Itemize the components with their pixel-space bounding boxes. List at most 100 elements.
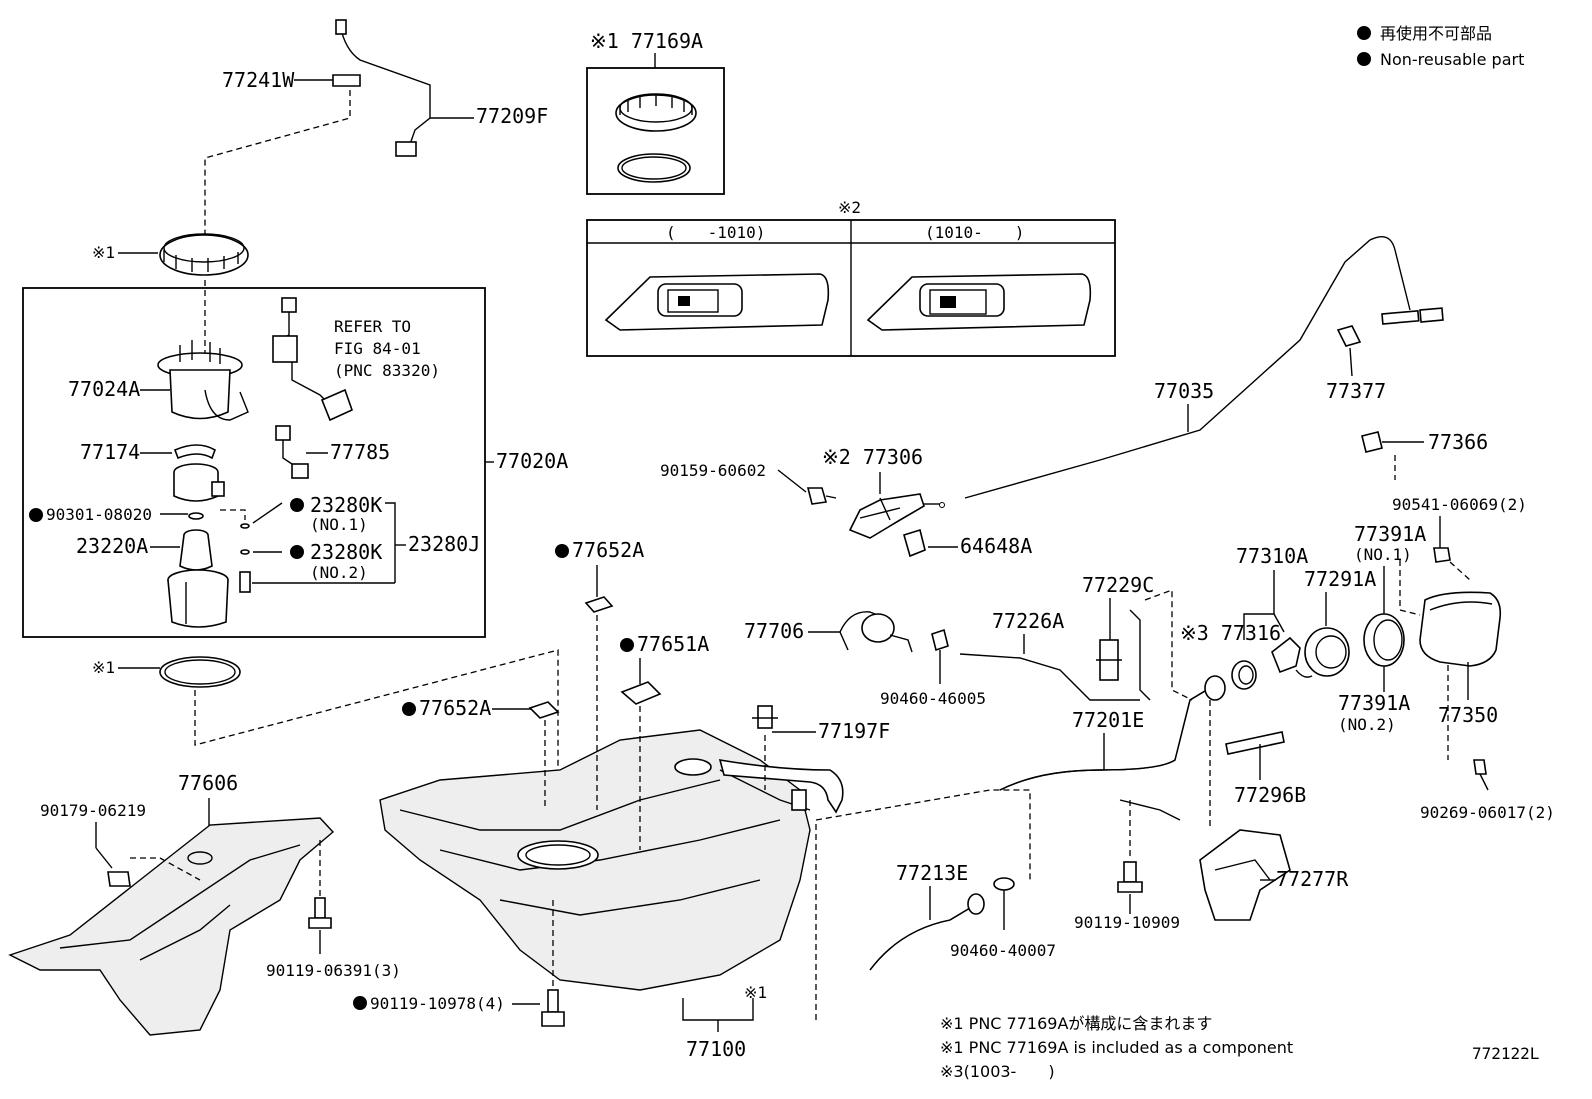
connector-icon <box>395 141 417 157</box>
note-1: ※1 PNC 77169Aが構成に含まれます <box>940 1014 1212 1033</box>
lock-ring-icon <box>615 93 697 132</box>
bracket-icon <box>903 528 926 558</box>
label-23220A: 23220A <box>76 534 148 558</box>
label-77296B: 77296B <box>1234 783 1306 807</box>
label-90541: 90541-06069(2) <box>1392 495 1527 514</box>
nonreusable-dot-icon <box>290 545 304 559</box>
label-77174: 77174 <box>80 440 140 464</box>
refer-line-1: REFER TO <box>334 317 411 336</box>
label-no1b: (NO.1) <box>1354 545 1412 564</box>
label-23280K-2: 23280K <box>310 540 382 564</box>
label-x1-ring: ※1 <box>92 243 115 262</box>
clip-icon <box>752 705 778 729</box>
label-90269: 90269-06017(2) <box>1420 803 1555 822</box>
refer-line-2: FIG 84-01 <box>334 339 421 358</box>
fuel-tank-icon <box>379 729 844 991</box>
bracket-icon <box>1096 639 1122 681</box>
fuel-filler-door-icon <box>1419 591 1502 667</box>
clamp-icon <box>332 74 361 87</box>
label-77306: ※2 77306 <box>822 445 923 469</box>
hose-clamp-icon <box>993 877 1015 891</box>
clamp-icon <box>931 628 949 652</box>
bolt-icon <box>1117 861 1143 893</box>
label-77366: 77366 <box>1428 430 1488 454</box>
nonreusable-dot-icon <box>353 996 367 1010</box>
label-77241W: 77241W <box>222 68 295 92</box>
screw-icon <box>806 487 837 505</box>
label-64648A: 64648A <box>960 534 1032 558</box>
o-ring-icon <box>240 549 250 555</box>
label-77316: ※3 77316 <box>1180 621 1281 645</box>
gasket-icon <box>159 656 241 688</box>
label-no2b: (NO.2) <box>1338 715 1396 734</box>
retainer-icon <box>173 444 216 460</box>
wire-harness-icon <box>272 297 353 422</box>
label-77606: 77606 <box>178 771 238 795</box>
bolt-icon <box>541 989 565 1027</box>
label-77277R: 77277R <box>1276 867 1349 891</box>
label-77100: 77100 <box>686 1037 746 1061</box>
label-90460-40007: 90460-40007 <box>950 941 1056 960</box>
label-23280J: 23280J <box>408 532 480 556</box>
note-2: ※1 PNC 77169A is included as a component <box>940 1038 1293 1057</box>
hinge-icon <box>1361 431 1383 453</box>
canister-icon <box>839 611 913 653</box>
fuel-filter-icon <box>179 529 213 571</box>
lock-ring-icon <box>159 233 249 276</box>
diagram-id: 772122L <box>1472 1044 1539 1063</box>
fuel-cap-icon <box>1271 636 1313 678</box>
nonreusable-dot-icon <box>290 498 304 512</box>
pump-motor-icon <box>173 463 225 502</box>
note-3: ※3(1003- ) <box>940 1062 1055 1081</box>
filler-pipe-icon <box>999 675 1226 821</box>
label-77785: 77785 <box>330 440 390 464</box>
label-no1: (NO.1) <box>310 515 368 534</box>
ring-icon <box>1231 660 1257 690</box>
protector-icon <box>8 817 335 1036</box>
clip-icon <box>1336 325 1362 347</box>
label-77310A: 77310A <box>1236 544 1308 568</box>
connector-icon <box>335 19 347 35</box>
breather-hose-icon <box>869 893 985 971</box>
label-90301: 90301-08020 <box>46 505 152 524</box>
cap-gasket-icon <box>1304 627 1350 677</box>
nonreusable-dot-icon <box>402 702 416 716</box>
fuel-door-opener-old-icon <box>604 273 830 331</box>
label-77391A-2: 77391A <box>1338 691 1410 715</box>
legend-dot-icon <box>1357 52 1371 66</box>
label-23280K-1: 23280K <box>310 493 382 517</box>
label-90179: 90179-06219 <box>40 801 146 820</box>
gasket-icon <box>617 153 691 183</box>
cable-end-icon <box>1381 307 1444 325</box>
pad-icon <box>620 681 662 705</box>
nonreusable-dot-icon <box>29 508 43 522</box>
label-x1-gasket: ※1 <box>92 658 115 677</box>
nonreusable-dot-icon <box>555 544 569 558</box>
fuel-pump-module-icon <box>157 340 249 421</box>
screw-icon <box>1433 547 1451 563</box>
label-90119-06391: 90119-06391(3) <box>266 961 401 980</box>
refer-line-3: (PNC 83320) <box>334 361 440 380</box>
label-77652A-mid: 77652A <box>419 696 491 720</box>
o-ring-icon <box>240 523 250 529</box>
label-90119-10909: 90119-10909 <box>1074 913 1180 932</box>
screw-icon <box>1473 759 1489 791</box>
fuel-door-opener-new-icon <box>866 273 1092 331</box>
variant-left-label: ( -1010) <box>666 223 765 242</box>
wire-connector-icon <box>275 425 309 479</box>
label-77350: 77350 <box>1438 703 1498 727</box>
label-77024A: 77024A <box>68 377 140 401</box>
label-77201E: 77201E <box>1072 708 1144 732</box>
label-90119-10978: 90119-10978(4) <box>370 994 505 1013</box>
clip-strip-icon <box>1225 731 1285 755</box>
nut-icon <box>107 871 131 887</box>
label-77652A-top: 77652A <box>572 538 644 562</box>
label-77229C: 77229C <box>1082 573 1154 597</box>
label-77035: 77035 <box>1154 379 1214 403</box>
legend-jp: 再使用不可部品 <box>1380 24 1492 43</box>
label-77706: 77706 <box>744 619 804 643</box>
label-77651A: 77651A <box>637 632 709 656</box>
pad-icon <box>528 701 560 719</box>
